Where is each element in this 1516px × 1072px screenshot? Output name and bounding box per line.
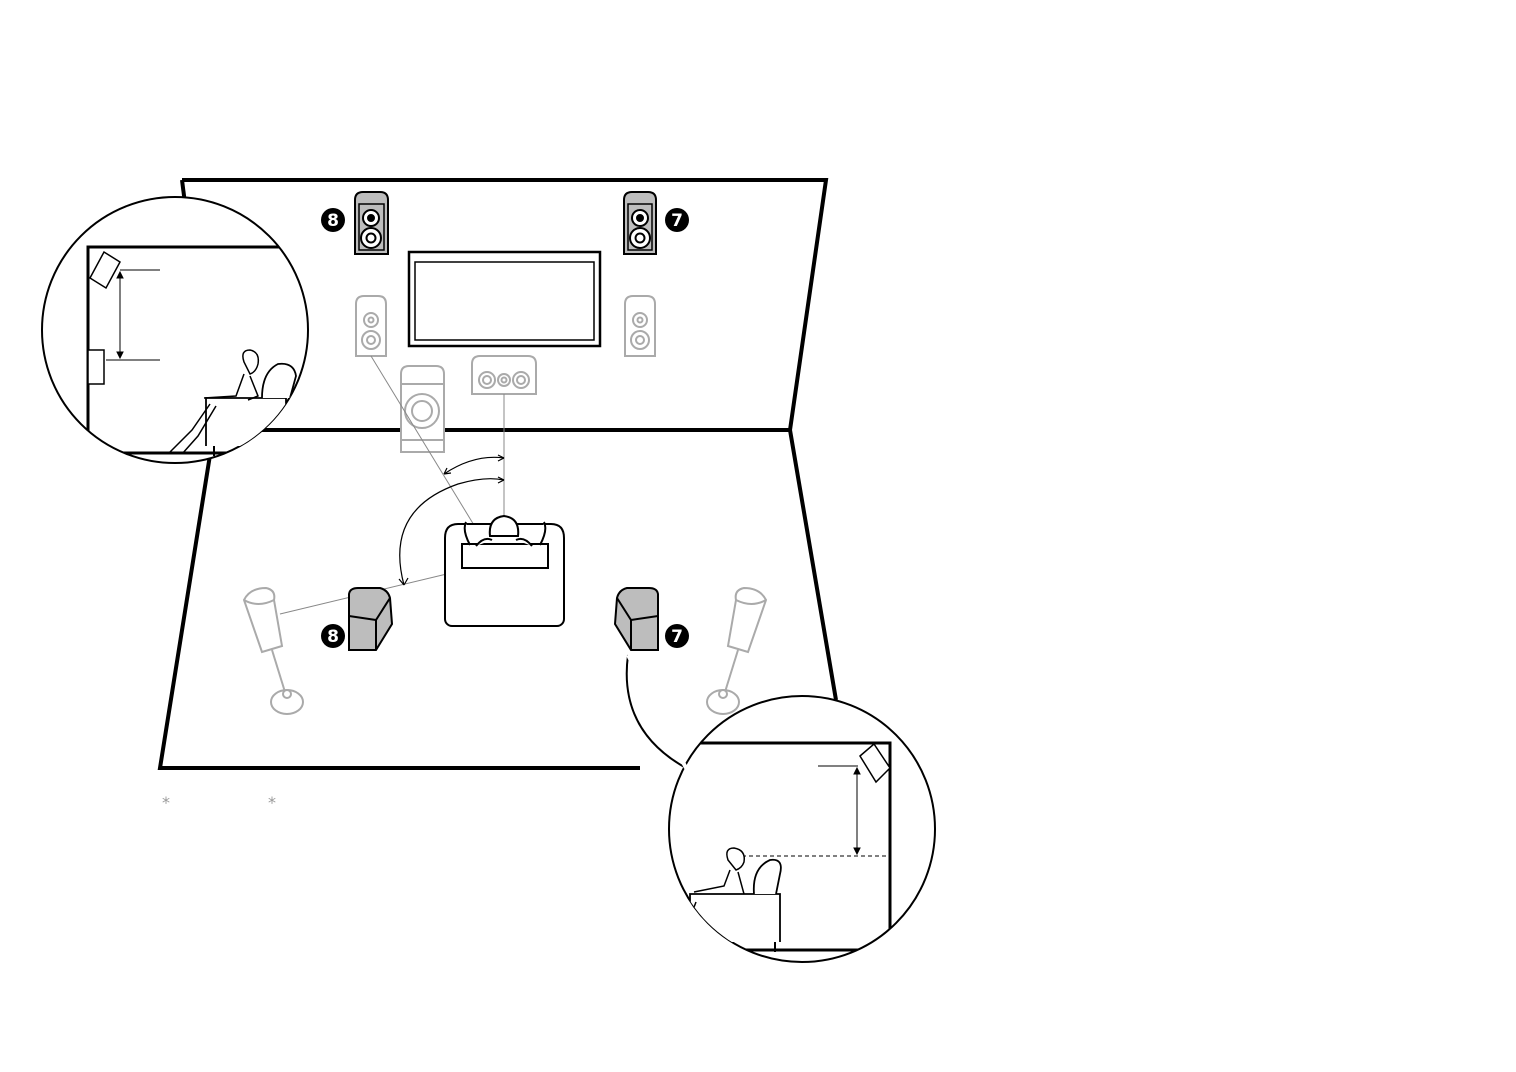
- surround-right-speaker: [706, 586, 768, 715]
- room: [157, 178, 838, 770]
- surround-back-right-speaker: [613, 587, 659, 651]
- floor-outline: [157, 429, 838, 770]
- front-left-speaker: [355, 295, 387, 357]
- front-high-left-speaker: [354, 191, 389, 255]
- tv: [407, 250, 602, 348]
- svg-text:7: 7: [671, 627, 683, 647]
- note-asterisk-2: *: [268, 793, 276, 812]
- svg-text:7: 7: [671, 211, 683, 231]
- listener-head: [488, 514, 520, 537]
- svg-text:8: 8: [327, 627, 339, 647]
- tv-screen: [414, 261, 595, 341]
- side-view-inset-surround-back: [625, 654, 936, 963]
- svg-text:8: 8: [327, 211, 339, 231]
- front-right-speaker: [624, 295, 656, 357]
- badge-surround-back-right: 7: [665, 624, 689, 648]
- center-speaker: [471, 355, 537, 395]
- badge-front-high-left: 8: [321, 208, 345, 232]
- surround-back-left-speaker: [348, 587, 394, 651]
- note-asterisk-1: *: [162, 793, 170, 812]
- front-angle-arc: [443, 456, 505, 475]
- badge-surround-back-left: 8: [321, 624, 345, 648]
- subwoofer: [400, 365, 445, 453]
- surround-left-speaker: [242, 586, 304, 715]
- badge-front-high-right: 7: [665, 208, 689, 232]
- front-wall: [182, 178, 829, 432]
- listener-sofa: [444, 514, 565, 627]
- front-high-right-speaker: [623, 191, 657, 255]
- front-left-angle-line: [370, 355, 481, 536]
- surround-angle-arc: [399, 478, 505, 586]
